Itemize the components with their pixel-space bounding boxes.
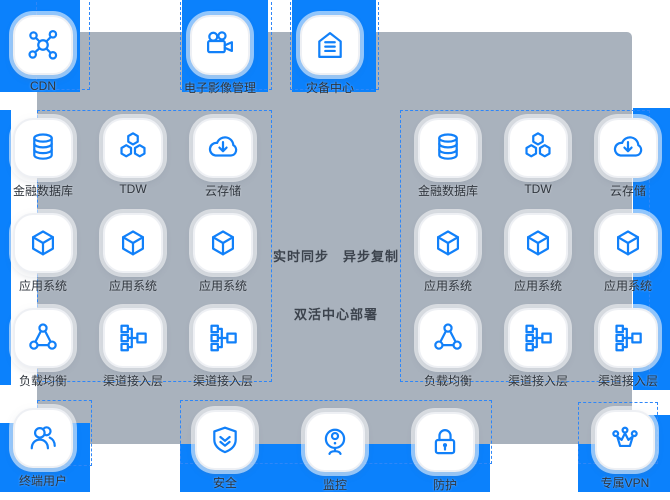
card-label: 专属VPN bbox=[600, 476, 650, 490]
service-card: 终端用户 bbox=[13, 408, 73, 488]
card-label: 防护 bbox=[432, 478, 458, 492]
service-card: 灾备中心 bbox=[300, 15, 360, 95]
ic-tree bbox=[193, 308, 253, 368]
card-label: 渠道接入层 bbox=[192, 374, 254, 388]
card-label: 渠道接入层 bbox=[507, 374, 569, 388]
service-card: 防护 bbox=[415, 412, 475, 492]
card-label: 电子影像管理 bbox=[183, 81, 257, 95]
card-label: 应用系统 bbox=[18, 279, 68, 293]
service-card: 监控 bbox=[305, 412, 365, 492]
service-card: 电子影像管理 bbox=[184, 15, 256, 95]
card-label: 云存储 bbox=[204, 184, 242, 198]
service-card: 云存储 bbox=[598, 118, 658, 213]
ic-tree bbox=[508, 308, 568, 368]
ic-cube bbox=[13, 213, 73, 273]
service-card: 渠道接入层 bbox=[598, 308, 658, 403]
service-card: 安全 bbox=[195, 410, 255, 490]
card-label: 安全 bbox=[212, 476, 238, 490]
service-card: 负载均衡 bbox=[13, 308, 73, 403]
ic-cloud bbox=[193, 118, 253, 178]
card-label: 应用系统 bbox=[423, 279, 473, 293]
backdrop-left-strip bbox=[0, 110, 11, 385]
service-card: 渠道接入层 bbox=[508, 308, 568, 403]
card-label: TDW bbox=[524, 182, 552, 196]
service-card: 金融数据库 bbox=[418, 118, 478, 213]
annotation-architecture: 双活中心部署 bbox=[293, 307, 378, 322]
card-label: TDW bbox=[119, 182, 147, 196]
service-card: 应用系统 bbox=[508, 213, 568, 308]
ic-cube bbox=[598, 213, 658, 273]
card-label: CDN bbox=[30, 79, 56, 93]
service-card: 专属VPN bbox=[595, 410, 655, 490]
ic-shield bbox=[195, 410, 255, 470]
service-card: TDW bbox=[508, 118, 568, 213]
ic-crown bbox=[595, 410, 655, 470]
ic-cube bbox=[103, 213, 163, 273]
card-label: 应用系统 bbox=[108, 279, 158, 293]
ic-db bbox=[13, 118, 73, 178]
service-card: 云存储 bbox=[193, 118, 253, 213]
ic-cdn bbox=[13, 15, 73, 75]
service-card: 应用系统 bbox=[13, 213, 73, 308]
service-card: 应用系统 bbox=[418, 213, 478, 308]
card-label: 灾备中心 bbox=[305, 81, 355, 95]
ic-cloud bbox=[598, 118, 658, 178]
ic-cube bbox=[193, 213, 253, 273]
annotation-sync-mode: 实时同步 异步复制 bbox=[272, 249, 399, 264]
service-card: 渠道接入层 bbox=[193, 308, 253, 403]
service-card: 应用系统 bbox=[103, 213, 163, 308]
service-card: TDW bbox=[103, 118, 163, 213]
ic-camera bbox=[190, 15, 250, 75]
service-card: 金融数据库 bbox=[13, 118, 73, 213]
ic-tree bbox=[103, 308, 163, 368]
ic-tdw bbox=[103, 118, 163, 178]
card-label: 金融数据库 bbox=[12, 184, 74, 198]
right-datacenter-group: 金融数据库 TDW 云存储应用系统 应用系统 应用系统负载均衡 渠道接入层 渠道接入层 bbox=[418, 118, 658, 403]
card-label: 云存储 bbox=[609, 184, 647, 198]
ic-db bbox=[418, 118, 478, 178]
card-label: 渠道接入层 bbox=[102, 374, 164, 388]
ic-lb bbox=[13, 308, 73, 368]
ic-webcam bbox=[305, 412, 365, 472]
ic-users bbox=[13, 408, 73, 468]
card-label: 负载均衡 bbox=[18, 374, 68, 388]
ic-lock bbox=[415, 412, 475, 472]
left-datacenter-group: 金融数据库 TDW 云存储应用系统 应用系统 应用系统负载均衡 渠道接入层 渠道接入层 bbox=[13, 118, 253, 403]
ic-tree bbox=[598, 308, 658, 368]
ic-building bbox=[300, 15, 360, 75]
card-label: 应用系统 bbox=[513, 279, 563, 293]
ic-cube bbox=[418, 213, 478, 273]
service-card: 负载均衡 bbox=[418, 308, 478, 403]
service-card: 应用系统 bbox=[193, 213, 253, 308]
card-label: 金融数据库 bbox=[417, 184, 479, 198]
card-label: 应用系统 bbox=[198, 279, 248, 293]
service-card: CDN bbox=[13, 15, 73, 93]
card-label: 终端用户 bbox=[18, 474, 68, 488]
service-card: 渠道接入层 bbox=[103, 308, 163, 403]
service-card: 应用系统 bbox=[598, 213, 658, 308]
ic-lb bbox=[418, 308, 478, 368]
ic-tdw bbox=[508, 118, 568, 178]
ic-cube bbox=[508, 213, 568, 273]
card-label: 负载均衡 bbox=[423, 374, 473, 388]
card-label: 应用系统 bbox=[603, 279, 653, 293]
card-label: 渠道接入层 bbox=[597, 374, 659, 388]
card-label: 监控 bbox=[322, 478, 348, 492]
